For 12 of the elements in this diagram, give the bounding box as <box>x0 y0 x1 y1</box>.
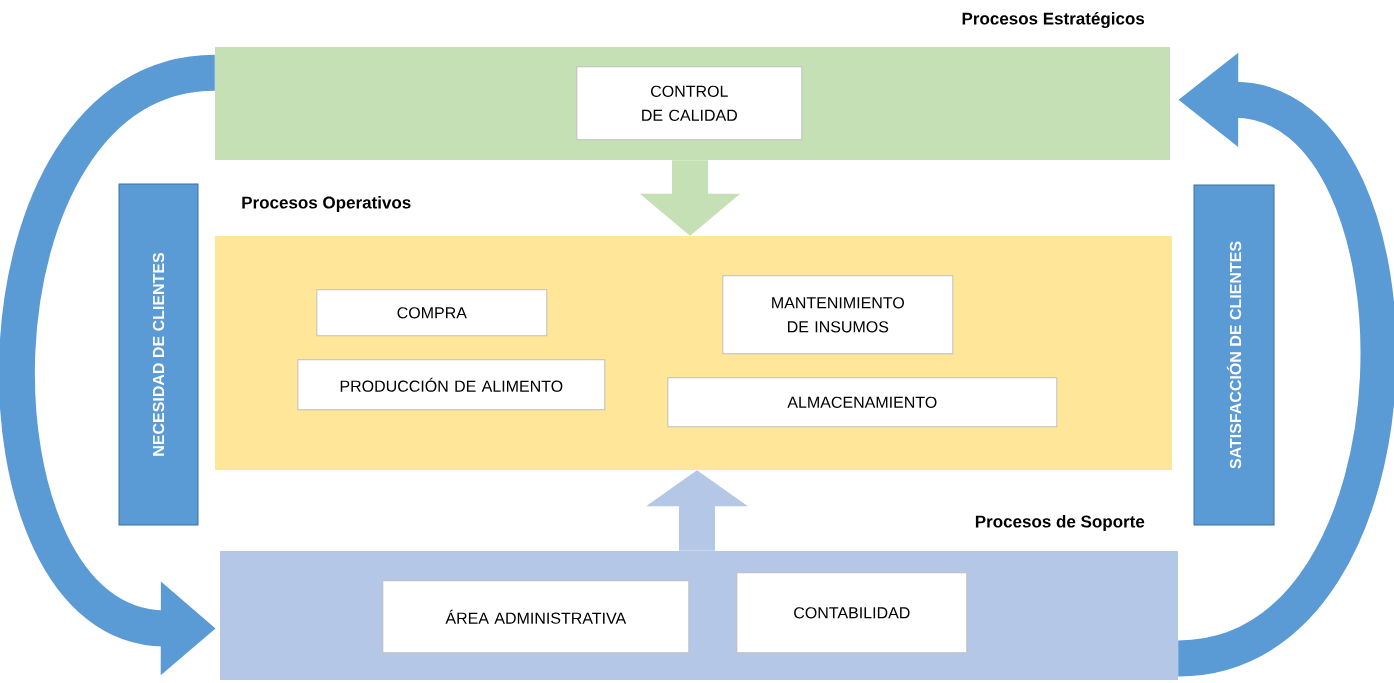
vertical-banner: NECESIDAD DE CLIENTES <box>118 183 199 526</box>
process-box: MANTENIMIENTO DE INSUMOS <box>722 275 954 355</box>
band-heading: Procesos Estratégicos <box>962 11 1145 29</box>
process-box: PRODUCCIÓN DE ALIMENTO <box>297 359 606 411</box>
process-box: COMPRA <box>316 289 548 337</box>
process-box: ALMACENAMIENTO <box>667 377 1058 428</box>
band-heading: Procesos Operativos <box>242 196 411 212</box>
process-box: ÁREA ADMINISTRATIVA <box>382 580 690 654</box>
process-box: CONTROL DE CALIDAD <box>576 66 803 141</box>
vertical-banner: SATISFACCIÓN DE CLIENTES <box>1193 184 1275 526</box>
process-box: CONTABILIDAD <box>736 572 968 654</box>
band-heading: Procesos de Soporte <box>975 515 1145 531</box>
